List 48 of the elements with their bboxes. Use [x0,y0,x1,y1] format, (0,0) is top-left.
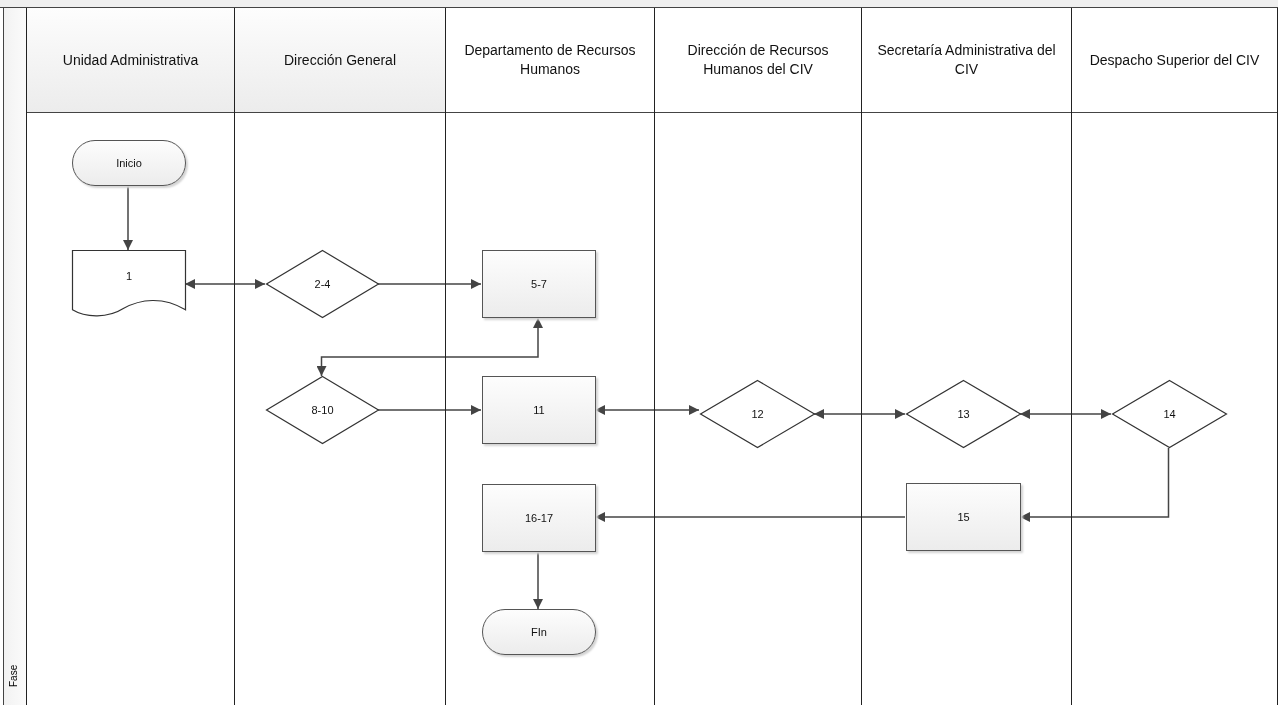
step-label: 12 [751,408,764,420]
arrow [123,185,133,251]
arrow [1019,409,1112,419]
process-box [482,376,596,444]
arrow [377,279,482,289]
step-label: 11 [533,404,545,416]
process-box [906,483,1021,551]
lane-title: Departamento de Recursos Humanos [463,41,637,79]
step-label: 8-10 [311,404,334,416]
arrow [377,405,482,415]
arrow [813,409,906,419]
process-box [482,484,596,552]
process-box [482,250,596,318]
arrow [1019,447,1170,522]
step-label: Inicio [116,157,142,169]
lane-title: Despacho Superior del CIV [1088,50,1261,70]
decision-diamond [266,376,379,444]
step-label: 1 [125,269,133,282]
swimlane [445,8,654,705]
terminator [72,140,186,186]
arrow [594,405,700,415]
step-label: FIn [531,626,547,638]
arrow [533,551,543,610]
decision-diamond [1112,380,1227,448]
step-label: 15 [957,511,970,523]
lane-title: Dirección General [282,50,398,70]
swimlane [861,8,1071,705]
step-label: 5-7 [531,278,547,290]
decision-diamond [906,380,1021,448]
terminator [482,609,596,655]
lane-title: Unidad Administrativa [61,50,200,70]
lane-title: Secretaría Administrativa del CIV [876,41,1057,79]
decision-diamond [266,250,379,318]
arrow [594,512,906,522]
step-label: 14 [1163,408,1176,420]
document-shape [72,250,186,318]
step-label: 13 [957,408,970,420]
arrow [316,317,543,377]
step-label: 2-4 [314,278,331,290]
swimlane [26,8,234,705]
swimlane [234,8,445,705]
swimlane [1071,8,1278,705]
phase-band [3,8,26,705]
step-label: 16-17 [524,512,554,524]
lane-title: Dirección de Recursos Humanos del CIV [686,41,830,79]
phase-label: Fase [8,664,19,687]
swimlane [654,8,861,705]
decision-diamond [700,380,815,448]
